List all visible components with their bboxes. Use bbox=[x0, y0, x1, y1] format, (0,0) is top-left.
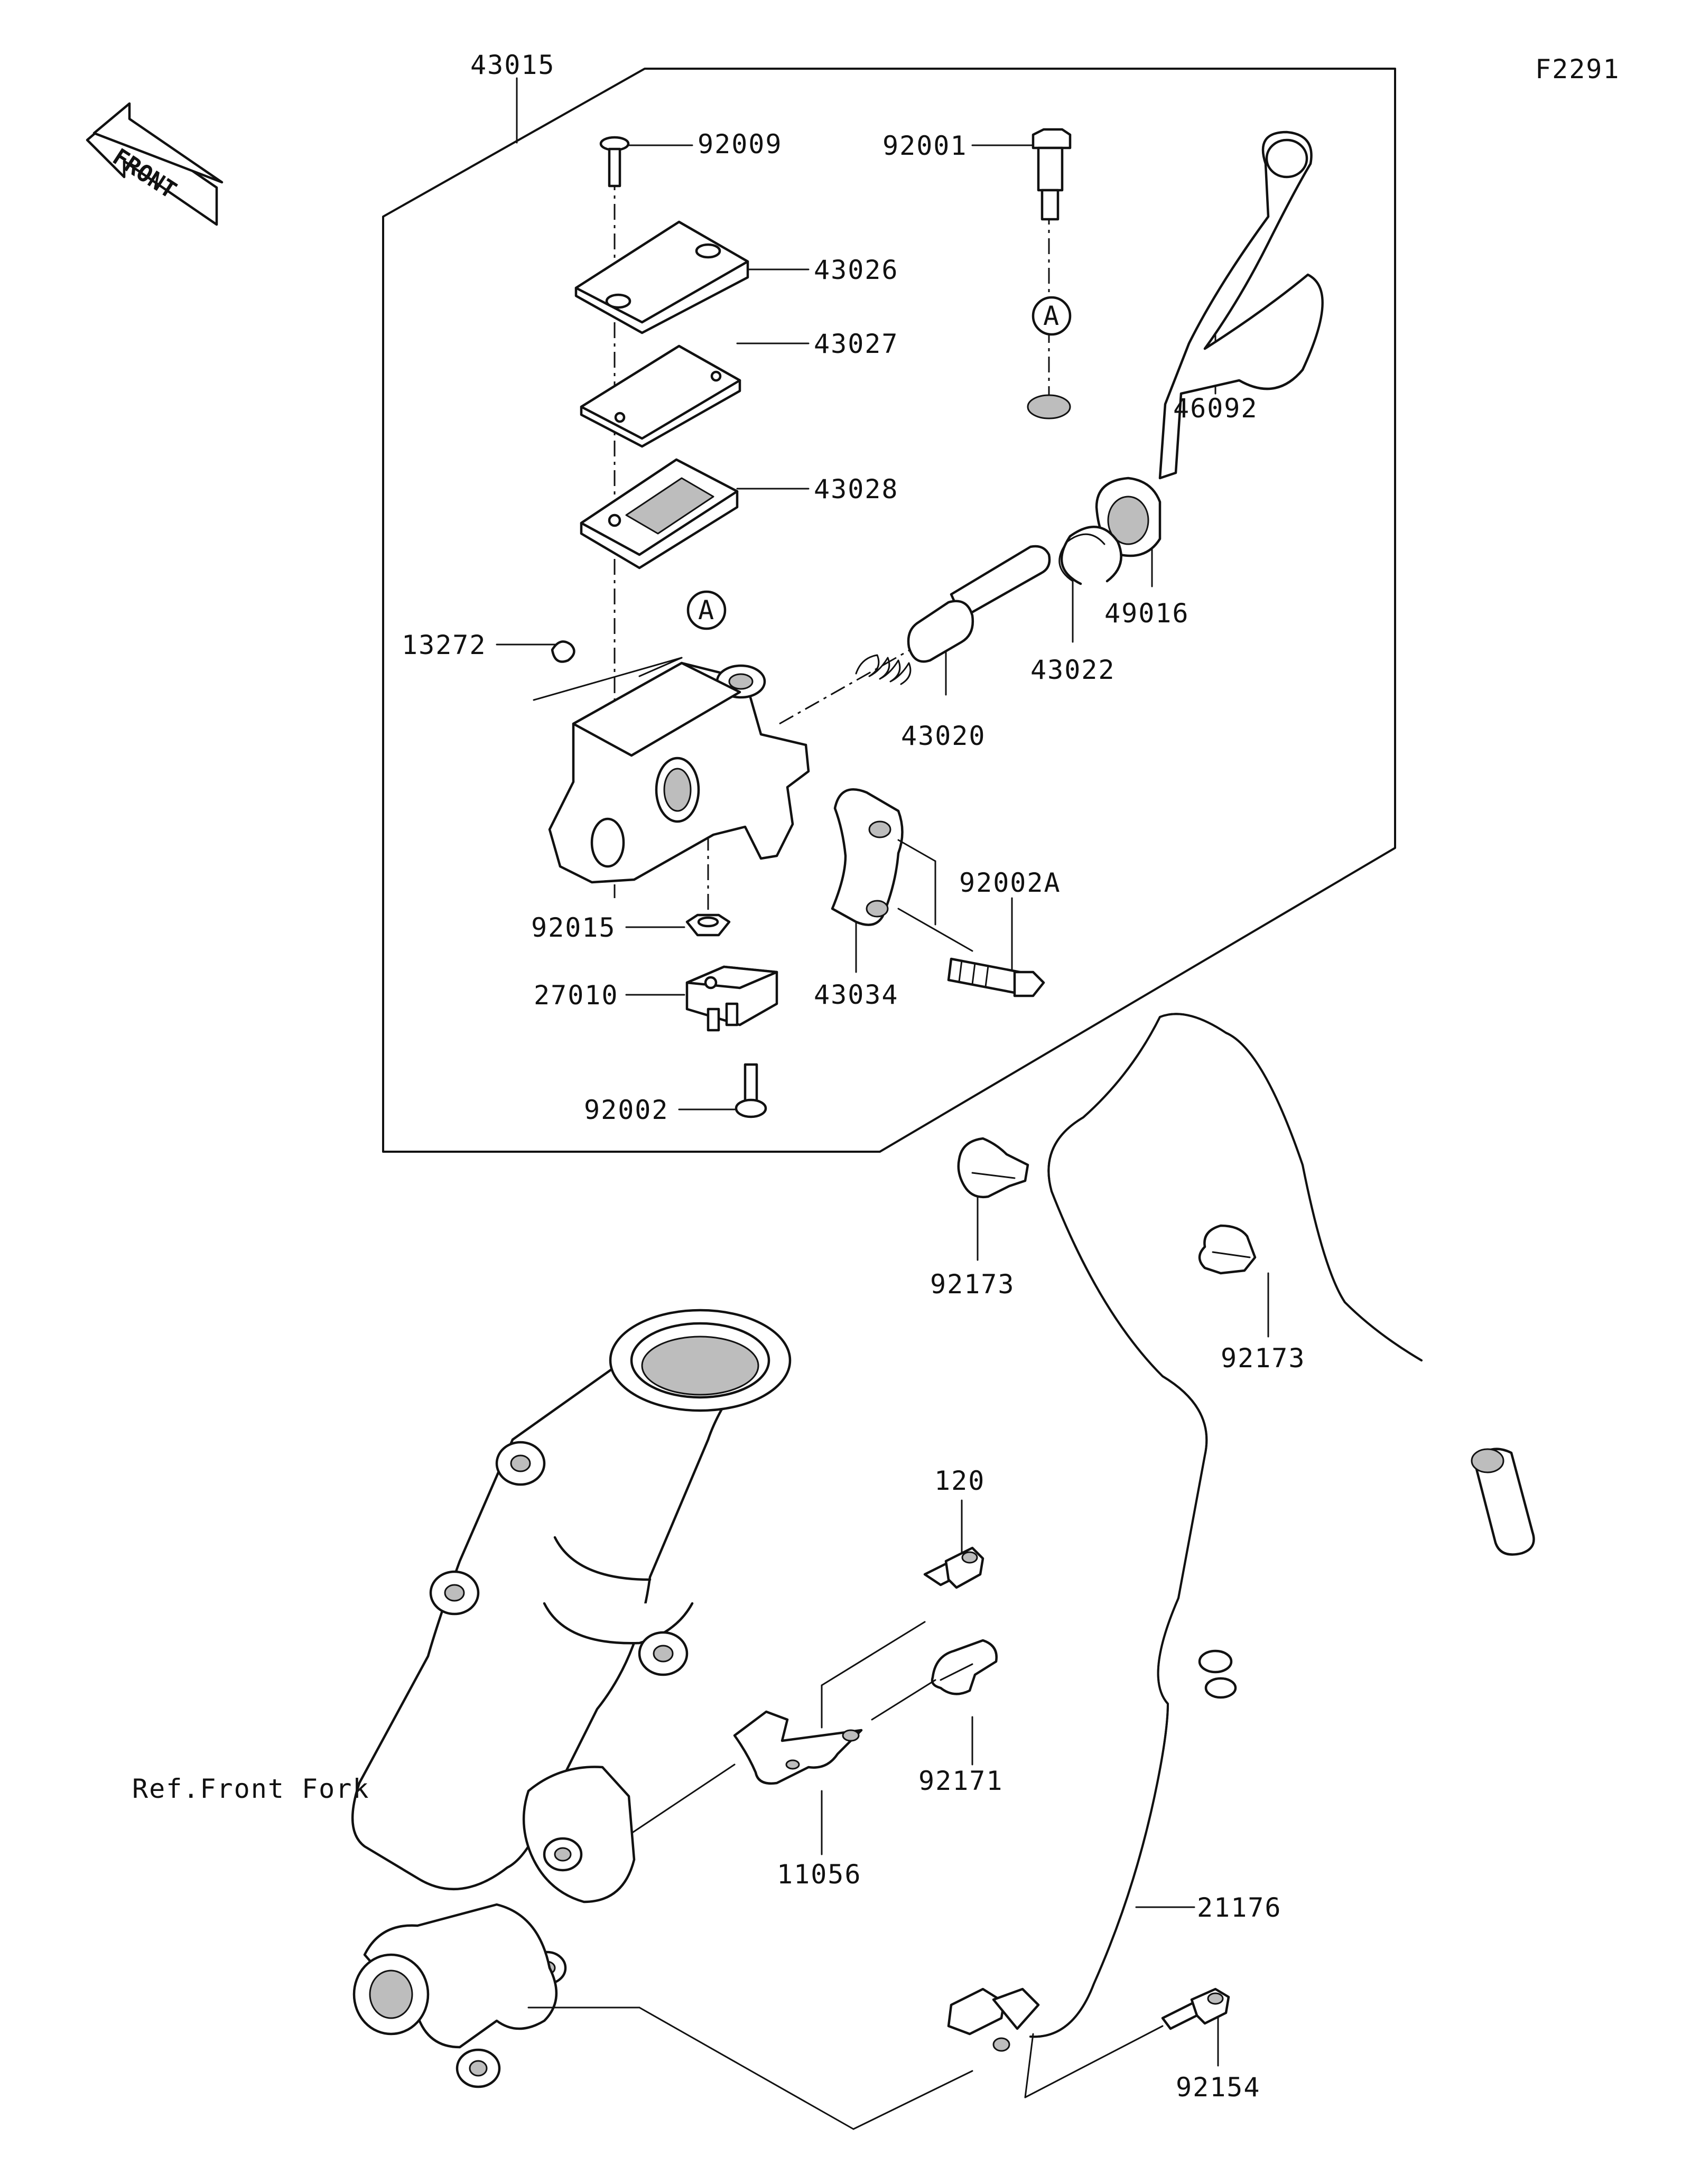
svg-text:A: A bbox=[698, 595, 715, 626]
bolt-92154 bbox=[1161, 1987, 1230, 2030]
bolt-92002A bbox=[947, 957, 1045, 997]
front-fork-reference bbox=[351, 1309, 973, 2130]
label-27010: 27010 bbox=[534, 980, 619, 1011]
screw-92002 bbox=[735, 1063, 767, 1118]
label-92001: 92001 bbox=[882, 130, 968, 161]
label-43028: 43028 bbox=[814, 474, 899, 505]
clamp-92173-upper bbox=[957, 1137, 1029, 1199]
label-43034: 43034 bbox=[814, 979, 899, 1010]
plate-43027 bbox=[580, 344, 741, 448]
circlip-43022 bbox=[1058, 525, 1122, 585]
clamp-43034 bbox=[831, 788, 973, 952]
front-arrow-icon: FRONT bbox=[86, 102, 224, 226]
ref-marker-a-lower: A bbox=[686, 590, 727, 630]
label-11056: 11056 bbox=[777, 1859, 862, 1890]
label-21176: 21176 bbox=[1197, 1892, 1282, 1923]
label-43015: 43015 bbox=[470, 50, 555, 80]
label-92009: 92009 bbox=[698, 129, 783, 160]
bracket-11056 bbox=[622, 1621, 936, 1840]
lever-46092 bbox=[1027, 130, 1324, 480]
diagram-code: F2291 bbox=[1535, 54, 1620, 85]
assembly-outline bbox=[382, 68, 1396, 1153]
leader-lines bbox=[379, 77, 1269, 2067]
label-92154: 92154 bbox=[1176, 2072, 1261, 2103]
ref-marker-a-upper: A bbox=[1032, 296, 1072, 336]
label-92171: 92171 bbox=[918, 1766, 1004, 1796]
label-13272: 13272 bbox=[402, 630, 487, 660]
switch-27010 bbox=[685, 965, 778, 1032]
label-43027: 43027 bbox=[814, 329, 899, 359]
sensor-cable-21176 bbox=[947, 1013, 1535, 2098]
clamp-92173-lower bbox=[1198, 1224, 1257, 1275]
piston-43020 bbox=[855, 545, 1051, 685]
reservoir-cap-43026 bbox=[574, 220, 749, 334]
label-43022: 43022 bbox=[1030, 655, 1116, 685]
label-43026: 43026 bbox=[814, 255, 899, 285]
label-92173-upper: 92173 bbox=[930, 1269, 1015, 1300]
label-120: 120 bbox=[934, 1466, 985, 1496]
master-cylinder-body bbox=[548, 661, 810, 884]
nut-92015 bbox=[685, 913, 731, 937]
bolt-120 bbox=[923, 1546, 984, 1589]
label-92002: 92002 bbox=[584, 1095, 669, 1125]
label-43020: 43020 bbox=[901, 721, 986, 751]
screw-92009 bbox=[599, 136, 630, 188]
svg-text:A: A bbox=[1043, 301, 1060, 331]
label-ref-front-fork: Ref.Front Fork bbox=[132, 1774, 369, 1804]
label-92015: 92015 bbox=[531, 912, 616, 943]
label-92173-lower: 92173 bbox=[1221, 1343, 1306, 1374]
label-46092: 46092 bbox=[1173, 393, 1258, 424]
bolt-92001 bbox=[1032, 128, 1072, 221]
label-92002A: 92002A bbox=[959, 867, 1061, 898]
label-49016: 49016 bbox=[1104, 598, 1190, 629]
clamp-92171 bbox=[931, 1639, 998, 1695]
diaphragm-43028 bbox=[580, 458, 739, 570]
clip-13272 bbox=[533, 640, 683, 701]
